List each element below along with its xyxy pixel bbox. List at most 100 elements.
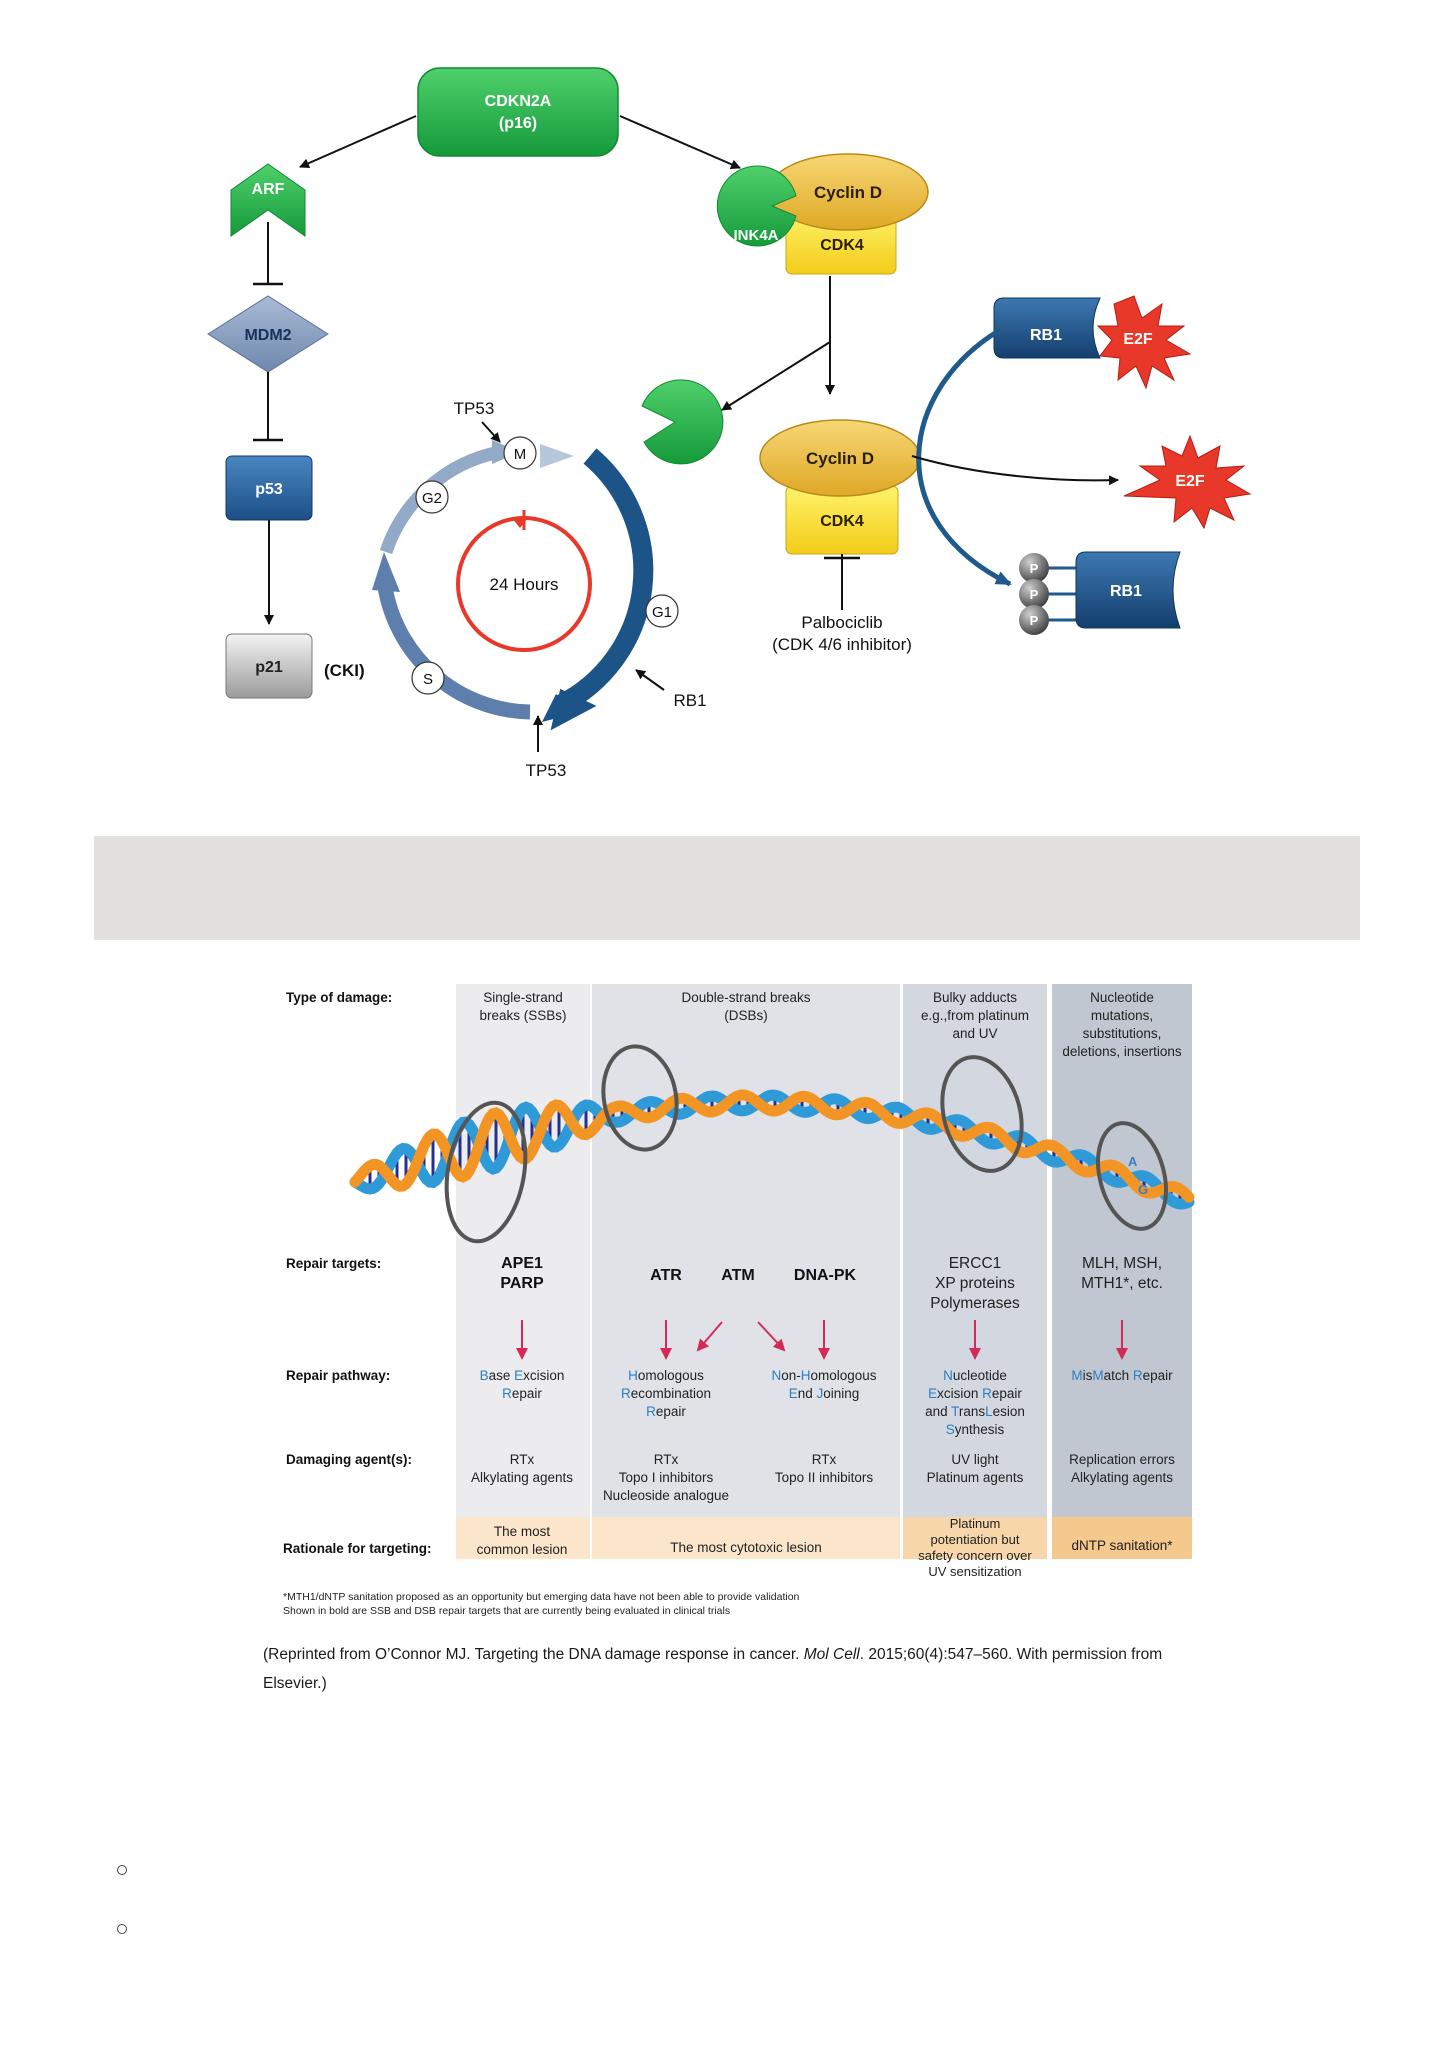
- nhej-text-1: on-: [781, 1368, 801, 1383]
- p21-node: p21: [225, 633, 313, 699]
- ner-text-3: epair: [992, 1386, 1023, 1401]
- ner-pathway-line-2: Excision Repair: [928, 1386, 1022, 1401]
- target-atr: ATR: [650, 1267, 682, 1284]
- rb1-label: RB1: [1030, 327, 1062, 344]
- cyclin-d-label: Cyclin D: [814, 183, 882, 202]
- p53-label: p53: [255, 481, 283, 498]
- phase-s-label: S: [423, 671, 433, 688]
- ner-text-7: ynthesis: [955, 1422, 1005, 1437]
- ssb-pathway-text-1: ase: [489, 1368, 515, 1383]
- cyclin-d-cdk4-inhibited-complex: Cyclin D CDK4 INK4A: [716, 153, 929, 275]
- nhej-agent-2: Topo II inhibitors: [775, 1470, 874, 1485]
- cdk4-label: CDK4: [820, 237, 864, 254]
- hr-text-3: epair: [656, 1404, 687, 1419]
- target-xp: XP proteins: [935, 1275, 1015, 1292]
- mm-damage-line-1: Nucleotide: [1090, 990, 1154, 1005]
- caption-text-before: (Reprinted from O’Connor MJ. Targeting t…: [263, 1646, 804, 1663]
- cycle-center-label: 24 Hours: [490, 575, 559, 594]
- mm-rationale: dNTP sanitation*: [1071, 1538, 1173, 1553]
- ssb-pathway-line-2: Repair: [502, 1386, 542, 1401]
- arf-node: ARF: [230, 163, 306, 237]
- dna-strand-blue: [349, 1089, 1195, 1210]
- ner-text-1: ucleotide: [953, 1368, 1007, 1383]
- cdkn2a-sublabel: (p16): [499, 115, 537, 132]
- target-mlh-msh: MLH, MSH,: [1082, 1255, 1162, 1272]
- phosphate-label-3: P: [1030, 613, 1039, 628]
- mdm2-node: MDM2: [207, 295, 329, 373]
- ner-text-2: xcision: [937, 1386, 982, 1401]
- bulky-rationale-1: Platinum: [950, 1516, 1001, 1531]
- bulky-rationale-3: safety concern over: [918, 1548, 1032, 1563]
- mm-damage-line-3: substitutions,: [1083, 1026, 1162, 1041]
- ssb-rationale-2: common lesion: [477, 1542, 568, 1557]
- tp53-checkpoint-bottom-label: TP53: [526, 761, 567, 780]
- hr-initial-3: R: [646, 1404, 656, 1419]
- dna-letter-a: A: [1128, 1154, 1138, 1169]
- bulky-damage-line-3: and UV: [952, 1026, 997, 1041]
- ssb-damage-line-1: Single-strand: [483, 990, 563, 1005]
- bulky-damage-line-2: e.g.,from platinum: [921, 1008, 1029, 1023]
- target-mth1: MTH1*, etc.: [1081, 1275, 1163, 1292]
- mm-agent-2: Alkylating agents: [1071, 1470, 1173, 1485]
- rb1-phosphorylated: RB1 P P P: [1019, 551, 1181, 635]
- mm-agent-1: Replication errors: [1069, 1452, 1175, 1467]
- ssb-pathway-line-1: Base Excision: [480, 1368, 565, 1383]
- ner-text-5: rans: [959, 1404, 986, 1419]
- mmr-text-3: epair: [1143, 1368, 1174, 1383]
- caption-journal: Mol Cell: [803, 1646, 860, 1663]
- ssb-damage-line-2: breaks (SSBs): [479, 1008, 566, 1023]
- dsb-damage-line-1: Double-strand breaks: [681, 990, 810, 1005]
- dna-helix: [349, 1089, 1195, 1210]
- bulky-rationale-2: potentiation but: [931, 1532, 1020, 1547]
- palbociclib-sublabel: (CDK 4/6 inhibitor): [772, 635, 912, 654]
- nhej-text-3: nd: [798, 1386, 817, 1401]
- dna-repair-figure: Type of damage: Repair targets: Repair p…: [283, 984, 1195, 1617]
- ner-initial-2: E: [928, 1386, 937, 1401]
- cdkn2a-label: CDKN2A: [485, 93, 552, 110]
- target-atm: ATM: [721, 1267, 754, 1284]
- palbociclib-label: Palbociclib: [801, 613, 882, 632]
- cyclin-d-label-2: Cyclin D: [806, 449, 874, 468]
- e2f-free-label: E2F: [1175, 473, 1205, 490]
- cell-cycle: 24 Hours M G1 S G2 TP53 TP53 RB1: [372, 399, 707, 780]
- list-bullet-1: [117, 1865, 127, 1875]
- ssb-rationale-1: The most: [494, 1524, 551, 1539]
- ink4a-free-icon: [641, 379, 724, 465]
- mmr-text-2: atch: [1104, 1368, 1133, 1383]
- footnote-1: *MTH1/dNTP sanitation proposed as an opp…: [283, 1591, 800, 1603]
- mm-damage-line-4: deletions, insertions: [1062, 1044, 1182, 1059]
- row-label-agents: Damaging agent(s):: [286, 1452, 412, 1467]
- nhej-initial-2: H: [801, 1368, 811, 1383]
- tp53-checkpoint-top-label: TP53: [454, 399, 495, 418]
- hr-pathway-line-2: Recombination: [621, 1386, 711, 1401]
- hr-pathway-line-1: Homologous: [628, 1368, 704, 1383]
- dsb-lesion-ring: [601, 1044, 679, 1152]
- e2f-free: E2F: [1123, 434, 1252, 530]
- phase-g1-label: G1: [652, 604, 672, 621]
- ssb-lesion-ring: [444, 1100, 528, 1244]
- nhej-initial-3: E: [789, 1386, 798, 1401]
- ner-initial-5: L: [985, 1404, 993, 1419]
- bulky-rationale-4: UV sensitization: [928, 1564, 1021, 1579]
- hr-initial-1: H: [628, 1368, 638, 1383]
- nhej-agent-1: RTx: [812, 1452, 837, 1467]
- bulky-agent-2: Platinum agents: [927, 1470, 1024, 1485]
- hr-agent-2: Topo I inhibitors: [619, 1470, 714, 1485]
- hr-text-2: ecombination: [631, 1386, 711, 1401]
- ner-initial-1: N: [943, 1368, 953, 1383]
- mdm2-label: MDM2: [244, 327, 291, 344]
- ner-initial-4: T: [951, 1404, 959, 1419]
- cyclin-d-cdk4-active-complex: Cyclin D CDK4: [759, 419, 921, 555]
- hr-initial-2: R: [621, 1386, 631, 1401]
- mmr-initial-3: R: [1133, 1368, 1143, 1383]
- ner-pathway-line-3: and TransLesion: [925, 1404, 1025, 1419]
- ner-pathway-line-1: Nucleotide: [943, 1368, 1007, 1383]
- hr-pathway-line-3: Repair: [646, 1404, 686, 1419]
- target-polymerases: Polymerases: [930, 1295, 1020, 1312]
- separator-band: [94, 836, 1360, 940]
- mmr-pathway-line-1: MisMatch Repair: [1071, 1368, 1173, 1383]
- ner-initial-6: S: [946, 1422, 955, 1437]
- list-bullet-2: [117, 1924, 127, 1934]
- ssb-pathway-text-3: epair: [512, 1386, 543, 1401]
- target-ape1: APE1: [501, 1255, 543, 1272]
